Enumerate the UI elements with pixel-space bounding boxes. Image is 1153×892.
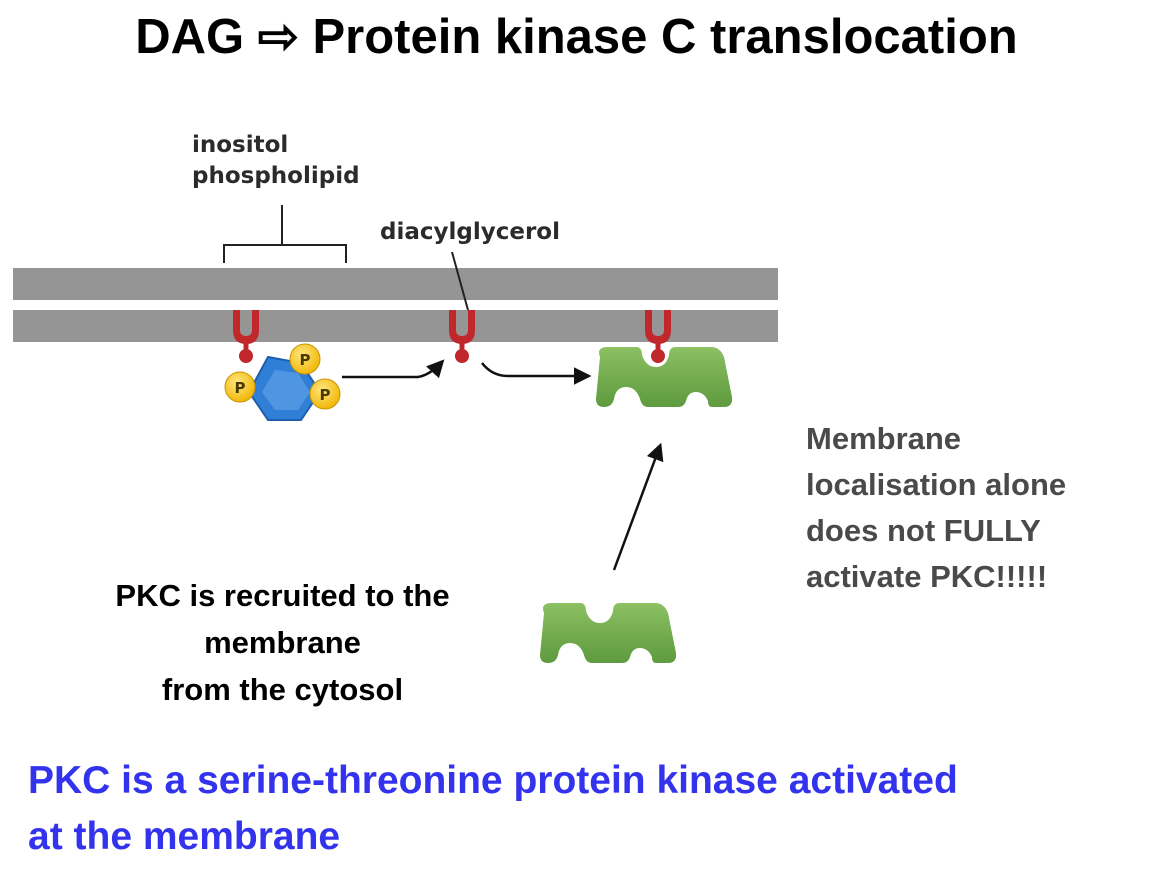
label-inositol: inositol <box>192 132 288 158</box>
slide-title: DAG ⇨ Protein kinase C translocation <box>135 10 1018 64</box>
inositol-bracket <box>223 205 347 263</box>
summary-line-1: PKC is a serine-threonine protein kinase… <box>28 759 958 802</box>
membrane-outer-leaflet <box>13 268 778 300</box>
recruitment-caption: PKC is recruited to the membrane from th… <box>60 572 505 713</box>
diacylglycerol-pointer <box>451 251 469 311</box>
phosphate-icon-left <box>224 371 256 403</box>
note-line-3: does not FULLY <box>806 513 1041 548</box>
note-line-4: activate PKC!!!!! <box>806 559 1048 594</box>
recruitment-line-3: from the cytosol <box>161 672 404 707</box>
recruitment-line-2: membrane <box>204 625 361 660</box>
arrow-to-pkc <box>481 362 592 385</box>
phosphate-icon-right <box>309 378 341 410</box>
label-phospholipid: phospholipid <box>192 163 360 189</box>
arrow-recruitment <box>612 442 664 571</box>
note-line-2: localisation alone <box>806 467 1067 502</box>
activation-note: Membrane localisation alone does not FUL… <box>806 416 1146 600</box>
phosphate-label-right: P <box>320 386 331 404</box>
phosphate-icon-top <box>289 343 321 375</box>
note-line-1: Membrane <box>806 421 962 456</box>
arrow-to-dag <box>342 359 445 379</box>
summary-line-2: at the membrane <box>28 815 341 858</box>
pkc-cytosolic-icon <box>540 603 677 663</box>
recruitment-line-1: PKC is recruited to the <box>115 578 450 613</box>
inositol-ring-face <box>262 370 310 410</box>
label-diacylglycerol: diacylglycerol <box>380 219 560 245</box>
phosphate-label-left: P <box>235 379 246 397</box>
phosphate-label-top: P <box>300 351 311 369</box>
summary-statement: PKC is a serine-threonine protein kinase… <box>28 753 1148 865</box>
